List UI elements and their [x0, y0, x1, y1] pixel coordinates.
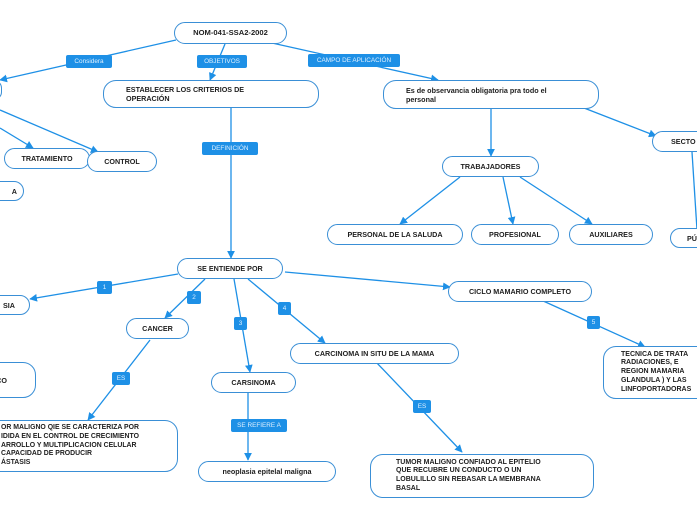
node-tumor-confinado[interactable]: TUMOR MALIGNO CONFIADO AL EPITELIO QUE R… — [370, 454, 594, 498]
edge-se-ciclo — [284, 271, 451, 291]
label-n2: 2 — [187, 291, 201, 304]
node-cancer[interactable]: CANCER — [126, 318, 189, 339]
node-personal-salud[interactable]: PERSONAL DE LA SALUDA — [327, 224, 463, 245]
edge-left-tratamiento — [0, 127, 34, 149]
edge-trab-personal — [399, 176, 461, 225]
node-partial-a[interactable]: A — [0, 181, 24, 201]
edge-observancia-sector — [583, 107, 657, 138]
label-refiere: SE REFIERE A — [231, 419, 287, 432]
node-partial-co[interactable]: CO — [0, 362, 36, 398]
node-auxiliares[interactable]: AUXILIARES — [569, 224, 653, 245]
node-displasia[interactable]: SIA — [0, 295, 30, 315]
node-profesional[interactable]: PROFESIONAL — [471, 224, 559, 245]
node-tumor-maligno[interactable]: OR MALIGNO QIE SE CARACTERIZA POR IDIDA … — [0, 420, 178, 472]
node-neoplasia[interactable]: neoplasia epitelal maligna — [198, 461, 336, 482]
node-control[interactable]: CONTROL — [87, 151, 157, 172]
edge-left-control — [0, 109, 99, 153]
edge-se-cancer — [164, 278, 206, 319]
label-es-2: ES — [413, 400, 431, 413]
node-publico[interactable]: PÚ — [670, 228, 697, 248]
label-es-1: ES — [112, 372, 130, 385]
label-campo: CAMPO DE APLICACIÓN — [308, 54, 400, 67]
label-n1: 1 — [97, 281, 112, 294]
node-tecnica[interactable]: TECNICA DE TRATA RADIACIONES, E REGION M… — [603, 346, 697, 399]
edge-trab-profesional — [502, 176, 516, 225]
node-carcinoma-situ[interactable]: CARCINOMA IN SITU DE LA MAMA — [290, 343, 459, 364]
node-root[interactable]: NOM-041-SSA2-2002 — [174, 22, 287, 44]
edge-sector-publico — [691, 151, 697, 231]
node-se-entiende[interactable]: SE ENTIENDE POR — [177, 258, 283, 279]
label-considera: Considera — [66, 55, 112, 68]
node-carsinoma[interactable]: CARSINOMA — [211, 372, 296, 393]
node-sector[interactable]: SECTO — [652, 131, 697, 152]
node-establecer[interactable]: ESTABLECER LOS CRITERIOS DE OPERACIÓN — [103, 80, 319, 108]
edge-trab-auxiliares — [519, 176, 593, 225]
node-observancia[interactable]: Es de observancia obligatoria pra todo e… — [383, 80, 599, 109]
node-ciclo[interactable]: CICLO MAMARIO COMPLETO — [448, 281, 592, 302]
label-n5: 5 — [587, 316, 600, 329]
label-definicion: DEFINICIÓN — [202, 142, 258, 155]
label-n3: 3 — [234, 317, 247, 330]
node-tratamiento[interactable]: TRATAMIENTO — [4, 148, 90, 169]
label-n4: 4 — [278, 302, 291, 315]
label-objetivos: OBJETIVOS — [197, 55, 247, 68]
node-trabajadores[interactable]: TRABAJADORES — [442, 156, 539, 177]
